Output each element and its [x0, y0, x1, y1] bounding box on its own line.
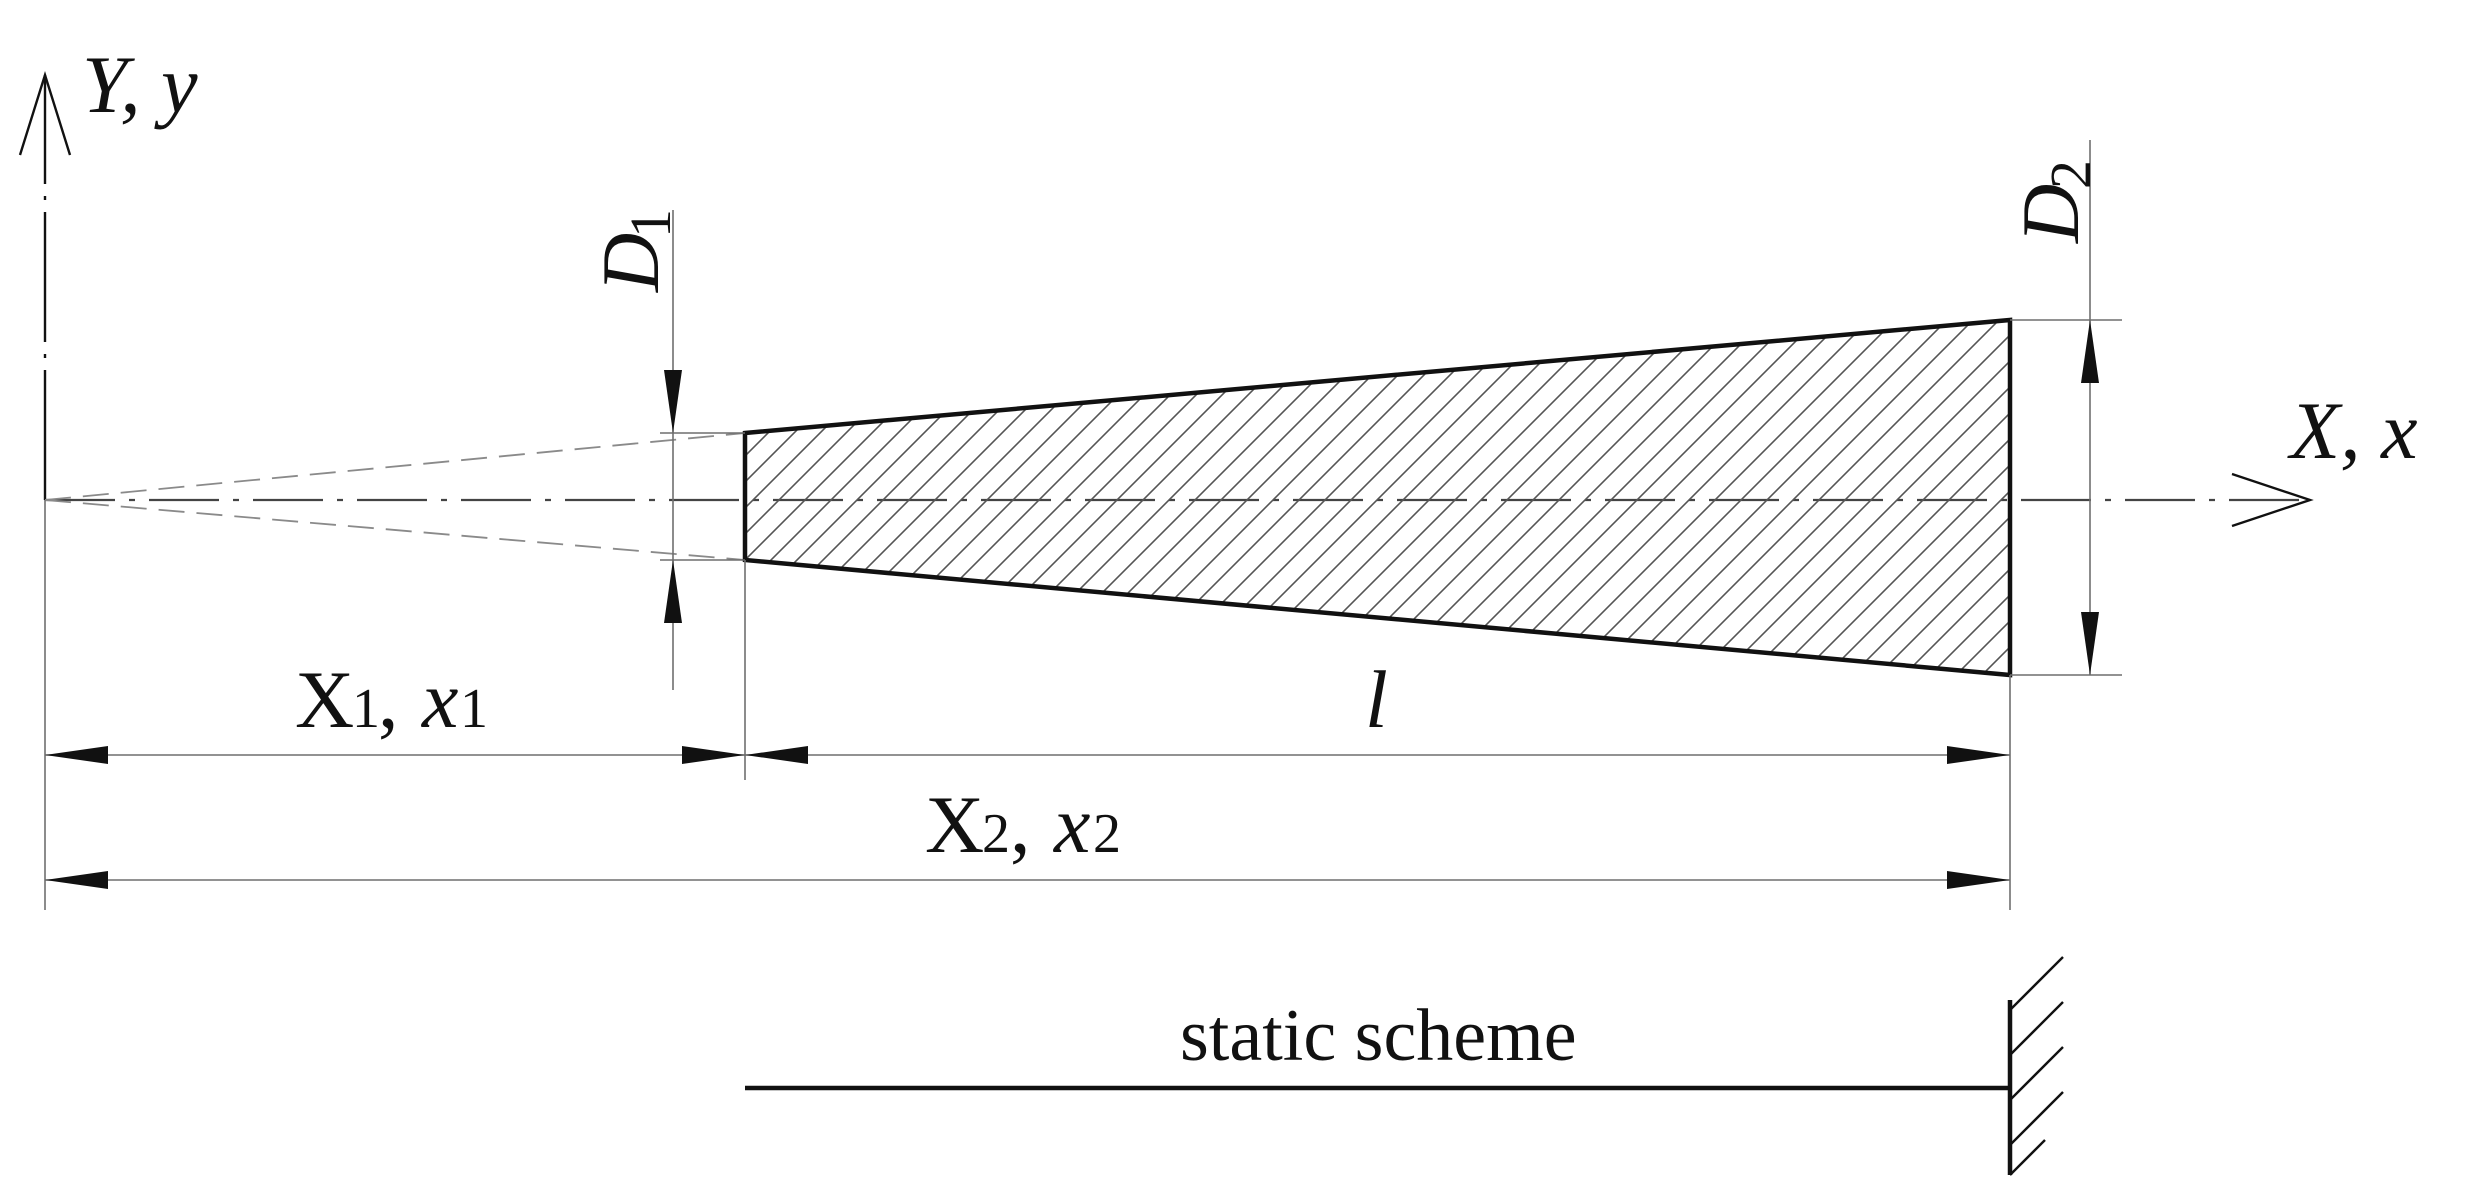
x2-label: X 2 , x 2	[925, 779, 1121, 870]
hatch-line	[1566, 320, 1968, 675]
tapered-beam-outline	[742, 317, 2013, 678]
svg-text:D: D	[585, 233, 676, 293]
hatch-line	[1878, 320, 2010, 675]
svg-text:X: X	[925, 779, 984, 870]
cone-extension-top	[44, 432, 746, 501]
hatch-line	[1904, 320, 2010, 675]
svg-text:1: 1	[460, 678, 488, 740]
d1-label: D 1	[585, 209, 683, 293]
svg-text:2: 2	[982, 803, 1010, 865]
d1-arrow-bottom	[664, 560, 682, 623]
hatch-line	[1800, 320, 2010, 675]
hatch-line	[1592, 320, 1994, 675]
hatch-line	[1852, 320, 2010, 675]
x1-arrow-right	[682, 746, 745, 764]
hatch-line	[1748, 320, 2010, 675]
svg-text:,: ,	[378, 654, 399, 745]
hatch-line	[1696, 320, 2010, 675]
hatch-line	[1930, 320, 2010, 675]
y-axis-arrow	[18, 70, 72, 156]
d2-arrow-top	[2081, 320, 2099, 383]
svg-text:x: x	[421, 654, 458, 745]
length-label: l	[1365, 654, 1388, 745]
svg-text:x: x	[1053, 779, 1090, 870]
length-arrow-right	[1947, 746, 2010, 764]
x1-label: X 1 , x 1	[295, 654, 488, 745]
svg-text:1: 1	[618, 209, 683, 238]
svg-text:,: ,	[1010, 779, 1031, 870]
svg-text:2: 2	[2038, 160, 2103, 189]
d2-arrow-bottom	[2081, 612, 2099, 675]
cone-extension-bottom	[44, 499, 746, 561]
hatch-line	[1618, 320, 2010, 675]
svg-text:1: 1	[352, 678, 380, 740]
hatch-line	[1670, 320, 2010, 675]
hatch-line	[1826, 320, 2010, 675]
x-axis-label: X, x	[2287, 385, 2417, 476]
static-scheme-label: static scheme	[1180, 995, 1577, 1077]
y-axis-label: Y, y	[82, 39, 198, 130]
x2-arrow-right	[1947, 871, 2010, 889]
svg-text:2: 2	[1093, 803, 1121, 865]
x1-arrow-left	[45, 746, 108, 764]
length-arrow-left	[745, 746, 808, 764]
x2-arrow-left	[45, 871, 108, 889]
fixed-support-hatching	[2009, 956, 2064, 1176]
hatch-line	[1514, 320, 1916, 675]
hatch-line	[1774, 320, 2010, 675]
svg-text:D: D	[2005, 184, 2096, 244]
hatch-line	[1540, 320, 1942, 675]
x-axis-arrow	[2231, 472, 2314, 528]
d2-label: D 2	[2005, 160, 2103, 244]
hatch-line	[1644, 320, 2010, 675]
hatch-line	[1722, 320, 2010, 675]
d1-arrow-top	[664, 370, 682, 433]
svg-text:X: X	[295, 654, 354, 745]
